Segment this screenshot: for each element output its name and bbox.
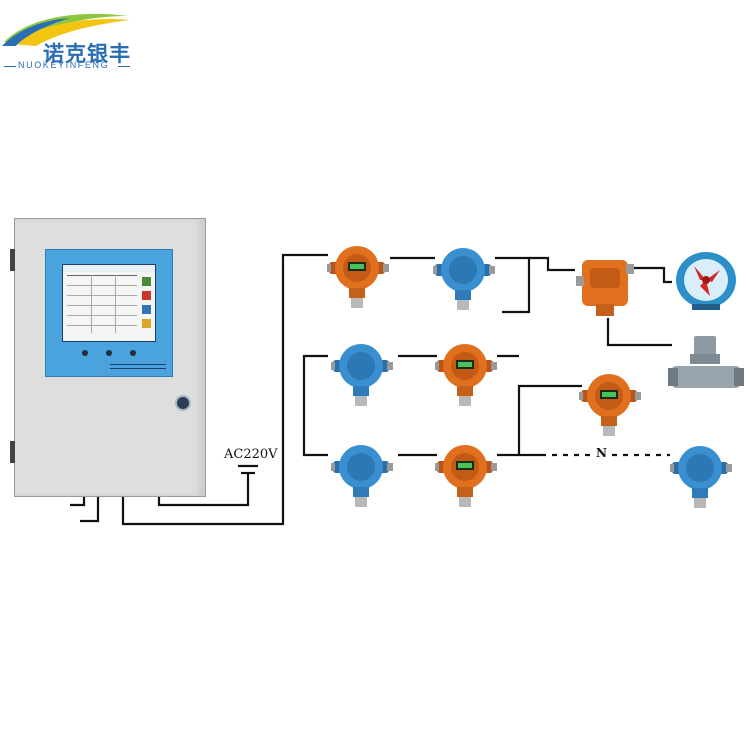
wire-ctrl-2: [80, 492, 100, 523]
logo-brand-text: 诺克银丰: [43, 42, 131, 66]
hinge-bottom: [10, 441, 15, 463]
detector-r3-blue: [331, 445, 393, 507]
panel-key-3: [130, 350, 136, 356]
controller-cabinet: [10, 218, 206, 497]
logo-swoosh-icon: [2, 13, 130, 46]
solenoid-valve-icon: [668, 336, 744, 388]
wire-ctrl-3: [121, 253, 328, 526]
lcd-header: [63, 265, 155, 272]
detector-r3-orange: [435, 445, 497, 507]
panel-key-1: [82, 350, 88, 356]
logo-rule-right: [118, 66, 130, 67]
detector-lone-orange: [579, 374, 641, 436]
wire-to-valve: [606, 318, 672, 347]
detector-r2-orange: [435, 344, 497, 406]
wire-ctrl-4: [157, 474, 250, 507]
logo-sub-text: NUOKEYINFENG: [18, 60, 110, 70]
n-label: N: [596, 446, 607, 460]
detector-r1-blue: [433, 248, 495, 310]
wire-to-fan: [625, 266, 672, 284]
lcd-screen: [62, 264, 156, 342]
wires: [70, 253, 672, 526]
lcd-table: [67, 275, 137, 333]
display-panel: [45, 249, 173, 377]
wire-mid-1: [302, 354, 328, 457]
detector-r2-blue: [331, 344, 393, 406]
relay-box-icon: [576, 260, 634, 316]
panel-key-2: [106, 350, 112, 356]
power-label: AC220V: [224, 447, 278, 462]
lcd-side-buttons: [142, 277, 151, 333]
wire-top-2: [495, 256, 531, 314]
logo-rule-left: [4, 66, 16, 67]
wire-top-3: [529, 256, 575, 272]
wire-to-lone: [517, 384, 582, 455]
detector-far-blue: [670, 446, 732, 508]
door-lock-icon: [175, 395, 191, 411]
panel-footer-lines: [110, 364, 166, 369]
hinge-top: [10, 249, 15, 271]
detector-r1-orange: [327, 246, 389, 308]
logo: 诺克银丰 NUOKEYINFENG: [0, 6, 135, 70]
axial-fan-icon: [676, 252, 736, 310]
